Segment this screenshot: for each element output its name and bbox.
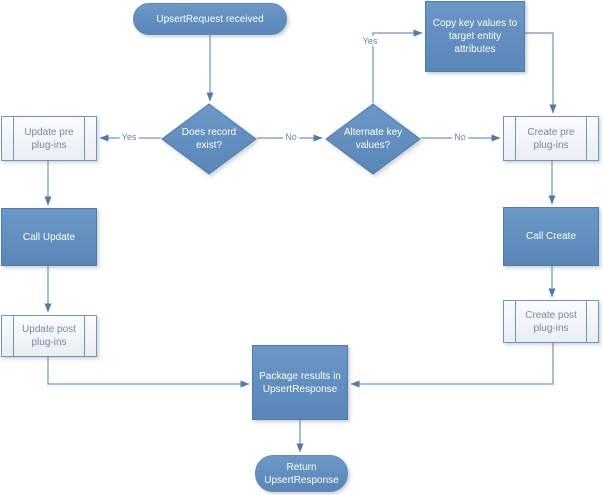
connector-updatepost-to-package — [47, 357, 250, 388]
node-alternate-key-values-label: Alternate key values? — [343, 127, 403, 151]
node-alternate-key-values: Alternate key values? — [325, 103, 421, 175]
node-create-post-plugins-label: Create post plug-ins — [525, 309, 577, 334]
node-create-pre-plugins: Create pre plug-ins — [503, 116, 599, 161]
diamond-shape — [161, 103, 257, 175]
node-does-record-exist-label: Does record exist? — [181, 127, 237, 151]
node-copy-key-values-label: Copy key values to target entity attribu… — [432, 18, 518, 55]
node-start-label: UpsertRequest received — [156, 13, 264, 25]
node-update-post-plugins-label: Update post plug-ins — [22, 324, 76, 348]
node-update-pre-plugins-label: Update pre plug-ins — [24, 126, 74, 151]
connector-altkey-yes — [372, 29, 423, 103]
node-return: Return UpsertResponse — [255, 455, 348, 492]
node-update-pre-plugins: Update pre plug-ins — [1, 116, 97, 161]
connector-createpost-to-package — [350, 343, 554, 388]
node-call-create: Call Create — [503, 207, 599, 266]
node-update-post-plugins: Update post plug-ins — [1, 315, 97, 357]
node-package-results-label: Package results in UpsertResponse — [259, 370, 341, 395]
edge-label-altkey-no: No — [452, 132, 468, 142]
node-create-post-plugins: Create post plug-ins — [503, 300, 599, 343]
node-package-results: Package results in UpsertResponse — [252, 345, 348, 420]
node-call-create-label: Call Create — [525, 231, 577, 242]
node-copy-key-values: Copy key values to target entity attribu… — [425, 1, 525, 72]
node-does-record-exist: Does record exist? — [161, 103, 257, 175]
node-start: UpsertRequest received — [133, 3, 287, 35]
node-call-update: Call Update — [1, 208, 97, 266]
diamond-shape — [325, 103, 421, 175]
node-create-pre-plugins-label: Create pre plug-ins — [527, 126, 575, 151]
connector-copy-to-createpre — [525, 32, 557, 114]
edge-label-altkey-yes: Yes — [360, 36, 380, 46]
edge-label-exist-no: No — [283, 132, 299, 142]
edge-label-exist-yes: Yes — [119, 132, 139, 142]
node-return-label: Return UpsertResponse — [264, 461, 339, 486]
node-call-update-label: Call Update — [22, 231, 76, 243]
